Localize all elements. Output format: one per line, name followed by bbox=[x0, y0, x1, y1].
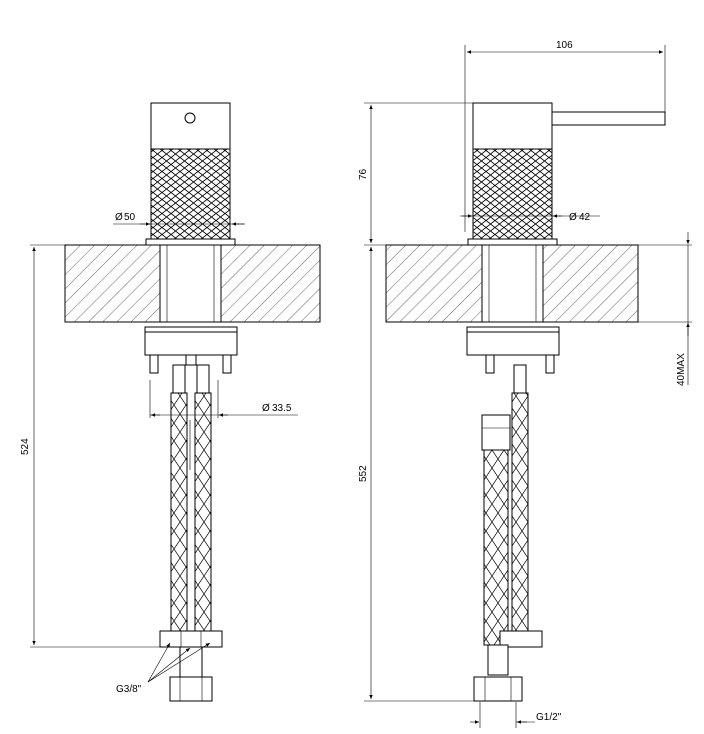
handle-cap bbox=[150, 102, 231, 150]
hex-nut bbox=[169, 676, 213, 702]
dim-diameter-42-symbol: Ø bbox=[569, 212, 577, 223]
handle-cap bbox=[472, 102, 553, 150]
dim-diameter-42: 42 bbox=[579, 212, 591, 223]
dim-height-524: 524 bbox=[20, 438, 31, 455]
dim-height-76: 76 bbox=[358, 168, 369, 180]
thread-label-g3-8: G3/8" bbox=[116, 684, 142, 695]
dim-deck-40max: 40MAX bbox=[676, 353, 687, 386]
knurled-body bbox=[472, 148, 553, 240]
flex-hoses bbox=[170, 364, 212, 632]
knurled-body bbox=[150, 148, 231, 240]
lever-arm bbox=[551, 111, 666, 126]
thread-label-g1-2: G1/2" bbox=[536, 712, 562, 723]
dim-lever-106: 106 bbox=[556, 40, 573, 51]
dim-diameter-33-5: 33.5 bbox=[272, 403, 292, 414]
hex-nut bbox=[473, 676, 523, 702]
bottom-fitting bbox=[499, 630, 543, 648]
flex-hoses bbox=[481, 364, 529, 646]
dim-height-552: 552 bbox=[358, 465, 369, 482]
dim-diameter-50: 50 bbox=[124, 212, 136, 223]
indicator-hole bbox=[184, 112, 196, 124]
left-view: 524 Ø 50 Ø 33.5 G3/8" bbox=[20, 102, 321, 702]
right-view: 106 76 552 Ø 42 40MAX G1/2" bbox=[358, 40, 692, 728]
dim-diameter-50-symbol: Ø bbox=[115, 212, 123, 223]
dim-diameter-33-5-symbol: Ø bbox=[262, 403, 270, 414]
